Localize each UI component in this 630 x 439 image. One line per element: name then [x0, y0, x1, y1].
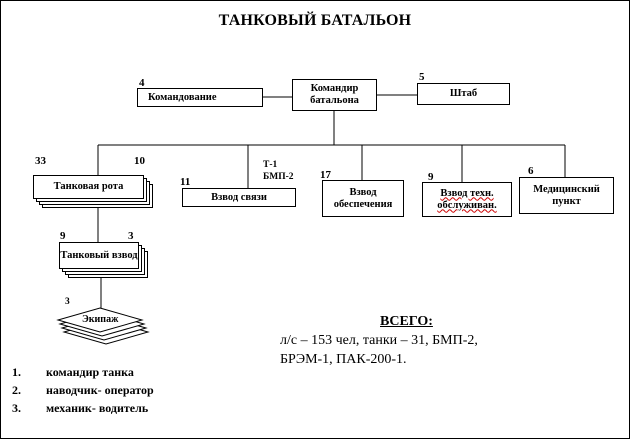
legend-item: 3. механик- водитель [12, 401, 148, 415]
tank-company-box: Танковая рота [33, 175, 144, 199]
comm-platoon-count: 11 [180, 176, 191, 188]
totals-line-1: л/с – 153 чел, танки – 31, БМП-2, [280, 333, 478, 348]
tech-platoon-box: Взвод техн. обслуживан. [422, 182, 512, 217]
tank-company-count-right: 10 [134, 155, 145, 167]
medical-label: Медицинский пункт [533, 183, 600, 207]
command-count: 4 [139, 77, 145, 89]
hq-count: 5 [419, 71, 425, 83]
tank-platoon-label: Танковый взвод [60, 249, 138, 261]
tank-platoon-count-right: 3 [128, 230, 134, 242]
totals-line-2: БРЭМ-1, ПАК-200-1. [280, 352, 407, 367]
totals-heading: ВСЕГО: [380, 314, 433, 329]
diagram-title: ТАНКОВЫЙ БАТАЛЬОН [218, 12, 412, 29]
medical-count: 6 [528, 165, 534, 177]
commander-box: Командир батальона [292, 79, 377, 111]
tech-platoon-count: 9 [428, 171, 434, 183]
legend-text: наводчик- оператор [46, 383, 154, 397]
legend-item: 2. наводчик- оператор [12, 383, 154, 397]
supply-platoon-box: Взвод обеспечения [322, 180, 404, 217]
hq-label: Штаб [449, 88, 478, 99]
tech-platoon-label: Взвод техн. обслуживан. [437, 187, 497, 211]
tank-company-count-left: 33 [35, 155, 46, 167]
legend-text: механик- водитель [46, 401, 149, 415]
legend-number: 3. [12, 401, 21, 415]
comm-platoon-box: Взвод связи [182, 188, 296, 207]
comm-platoon-label: Взвод связи [211, 191, 267, 203]
legend-text: командир танка [46, 365, 134, 379]
command-box: Командование [137, 88, 263, 107]
legend-number: 1. [12, 365, 21, 379]
hq-box: Штаб [417, 83, 510, 105]
commander-label: Командир батальона [310, 83, 359, 106]
medical-box: Медицинский пункт [519, 177, 614, 214]
crew-count: 3 [65, 297, 70, 307]
crew-shape [56, 307, 150, 345]
comm-platoon-vehicles-1: Т-1 [263, 160, 278, 170]
command-label: Командование [148, 91, 217, 103]
comm-platoon-vehicles-2: БМП-2 [263, 172, 294, 182]
tank-platoon-count-left: 9 [60, 230, 66, 242]
legend-number: 2. [12, 383, 21, 397]
tank-platoon-box: Танковый взвод [59, 242, 139, 269]
legend-item: 1. командир танка [12, 365, 134, 379]
supply-platoon-count: 17 [320, 169, 331, 181]
crew-label: Экипаж [82, 314, 119, 325]
supply-platoon-label: Взвод обеспечения [333, 186, 393, 210]
tank-company-label: Танковая рота [53, 181, 124, 192]
